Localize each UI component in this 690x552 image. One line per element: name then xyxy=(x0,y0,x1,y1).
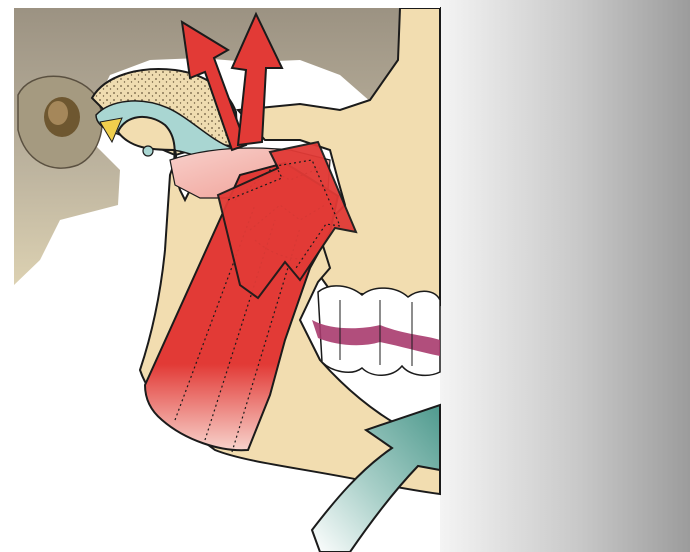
teeth-row xyxy=(312,286,440,376)
left-margin xyxy=(0,0,14,552)
condyle-pivot xyxy=(143,146,153,156)
top-margin xyxy=(0,0,440,8)
ear-canal xyxy=(18,76,102,168)
gradient-side-panel xyxy=(440,0,690,552)
